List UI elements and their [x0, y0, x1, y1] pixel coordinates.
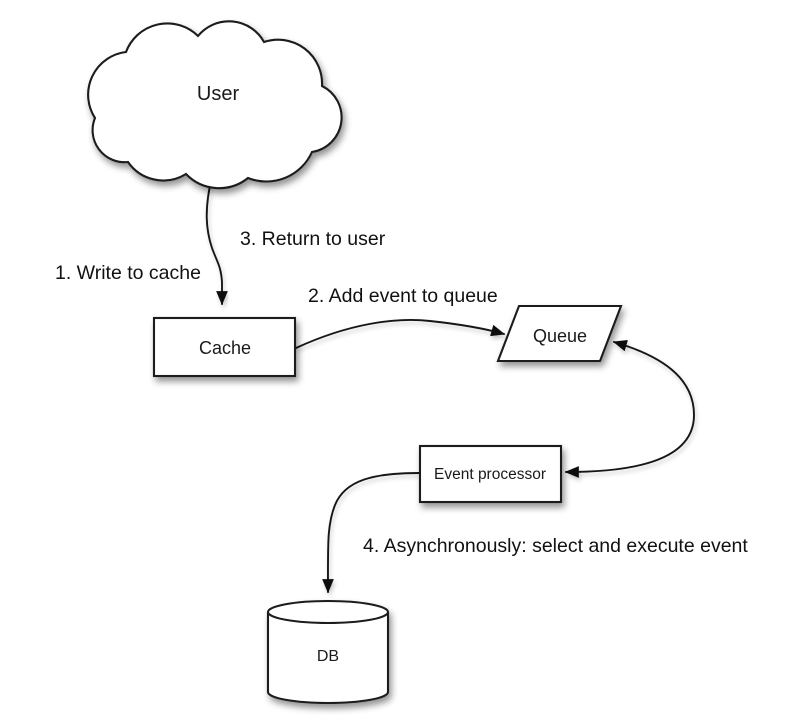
- arrow-user-to-cache: [205, 175, 228, 306]
- db-cylinder-top: [266, 599, 390, 625]
- step-2-label: 2. Add event to queue: [308, 285, 498, 307]
- event-processor-box: [418, 444, 563, 504]
- db-cylinder-body: [266, 612, 390, 705]
- db-cylinder: [266, 599, 390, 705]
- queue-parallelogram: [496, 304, 623, 363]
- step-3-label: 3. Return to user: [240, 228, 386, 250]
- user-label: User: [197, 83, 240, 105]
- arrow-event-processor-to-db: [322, 472, 420, 594]
- step-4-label: 4. Asynchronously: select and execute ev…: [363, 535, 748, 557]
- cache-box: [152, 316, 297, 378]
- edge-layer: [205, 175, 695, 594]
- event-processor-label: Event processor: [434, 466, 546, 483]
- node-layer: User Cache Queue Event processor DB: [87, 20, 623, 705]
- queue-label: Queue: [533, 326, 587, 346]
- user-cloud-shape: [87, 20, 343, 190]
- db-label: DB: [317, 648, 339, 665]
- step-1-label: 1. Write to cache: [55, 262, 201, 284]
- arrow-cache-to-queue: [295, 318, 506, 349]
- arrow-queue-event-processor: [564, 339, 695, 478]
- cache-label: Cache: [199, 338, 251, 358]
- annotation-layer: 1. Write to cache 2. Add event to queue …: [55, 228, 748, 557]
